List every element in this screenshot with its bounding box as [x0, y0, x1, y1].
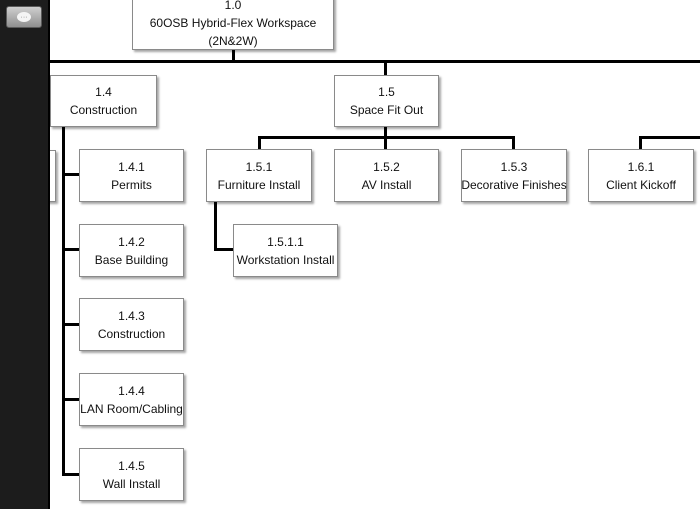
left-sidebar: ··· — [0, 0, 50, 509]
node-id: 1.4 — [95, 85, 112, 99]
drop-1-5-3 — [512, 136, 515, 150]
level2-bus-1-6 — [639, 136, 700, 139]
node-label: Base Building — [94, 252, 169, 267]
node-id: 1.0 — [224, 0, 242, 12]
node-label: AV Install — [361, 177, 412, 192]
node-id: 1.5.1.1 — [267, 234, 304, 249]
branch-1-4-4 — [62, 398, 80, 401]
node-id: 1.4.3 — [118, 308, 145, 323]
trunk-1-4 — [62, 126, 65, 476]
branch-1-4-2 — [62, 248, 80, 251]
wbs-node-1-5-1-1[interactable]: 1.5.1.1 Workstation Install — [233, 224, 338, 277]
drop-1-5-2 — [384, 136, 387, 150]
node-label: Workstation Install — [236, 252, 335, 267]
node-id: 1.5.1 — [245, 159, 273, 174]
node-id: 1.5.3 — [500, 159, 528, 174]
menu-icon-glyph: ··· — [20, 13, 28, 21]
trunk-1-5-1 — [214, 201, 217, 251]
wbs-node-1-5-3[interactable]: 1.5.3 Decorative Finishes — [461, 149, 567, 202]
drop-1-6-1 — [639, 136, 642, 150]
wbs-node-1-4-2[interactable]: 1.4.2 Base Building — [79, 224, 184, 277]
node-label: Wall Install — [102, 476, 161, 491]
wbs-node-root[interactable]: 1.0 60OSB Hybrid-Flex Workspace (2N&2W) — [132, 0, 334, 50]
node-label: Permits — [111, 177, 152, 192]
branch-1-4-1 — [62, 173, 80, 176]
wbs-diagram: 1.0 60OSB Hybrid-Flex Workspace (2N&2W) … — [50, 0, 700, 509]
node-label: Furniture Install — [217, 177, 301, 192]
menu-button[interactable]: ··· — [6, 6, 42, 28]
node-id: 1.4.1 — [118, 159, 145, 174]
node-label: Client Kickoff — [606, 177, 676, 192]
branch-1-4-5 — [62, 473, 80, 476]
wbs-node-1-6-1[interactable]: 1.6.1 Client Kickoff — [588, 149, 694, 202]
node-id: 1.4.2 — [118, 234, 145, 249]
node-id: 1.5.2 — [373, 159, 400, 174]
speech-bubble-icon: ··· — [17, 12, 31, 22]
node-id: 1.4.4 — [118, 383, 145, 398]
wbs-node-partial[interactable] — [50, 150, 56, 202]
level1-bus — [50, 60, 700, 63]
connector-1-5-down — [384, 126, 387, 138]
node-id: 1.6.1 — [627, 159, 655, 174]
node-subtitle: (2N&2W) — [208, 34, 258, 48]
wbs-node-1-5-2[interactable]: 1.5.2 AV Install — [334, 149, 439, 202]
wbs-node-1-4[interactable]: 1.4 Construction — [50, 75, 157, 127]
drop-1-5-1 — [258, 136, 261, 150]
wbs-node-1-4-1[interactable]: 1.4.1 Permits — [79, 149, 184, 202]
wbs-node-1-4-5[interactable]: 1.4.5 Wall Install — [79, 448, 184, 501]
node-title: 60OSB Hybrid-Flex Workspace — [149, 16, 317, 30]
node-label: Space Fit Out — [349, 103, 424, 117]
node-label: Decorative Finishes — [461, 177, 567, 192]
node-label: Construction — [69, 103, 138, 117]
wbs-node-1-4-3[interactable]: 1.4.3 Construction — [79, 298, 184, 351]
node-id: 1.5 — [378, 85, 395, 99]
node-label: Construction — [97, 326, 166, 341]
node-label: LAN Room/Cabling — [80, 401, 183, 416]
wbs-node-1-4-4[interactable]: 1.4.4 LAN Room/Cabling — [79, 373, 184, 426]
wbs-node-1-5[interactable]: 1.5 Space Fit Out — [334, 75, 439, 127]
node-id: 1.4.5 — [118, 458, 145, 473]
connector-1-5 — [384, 60, 387, 76]
wbs-node-1-5-1[interactable]: 1.5.1 Furniture Install — [206, 149, 312, 202]
root-connector — [232, 48, 235, 62]
branch-1-5-1-1 — [214, 248, 235, 251]
branch-1-4-3 — [62, 323, 80, 326]
